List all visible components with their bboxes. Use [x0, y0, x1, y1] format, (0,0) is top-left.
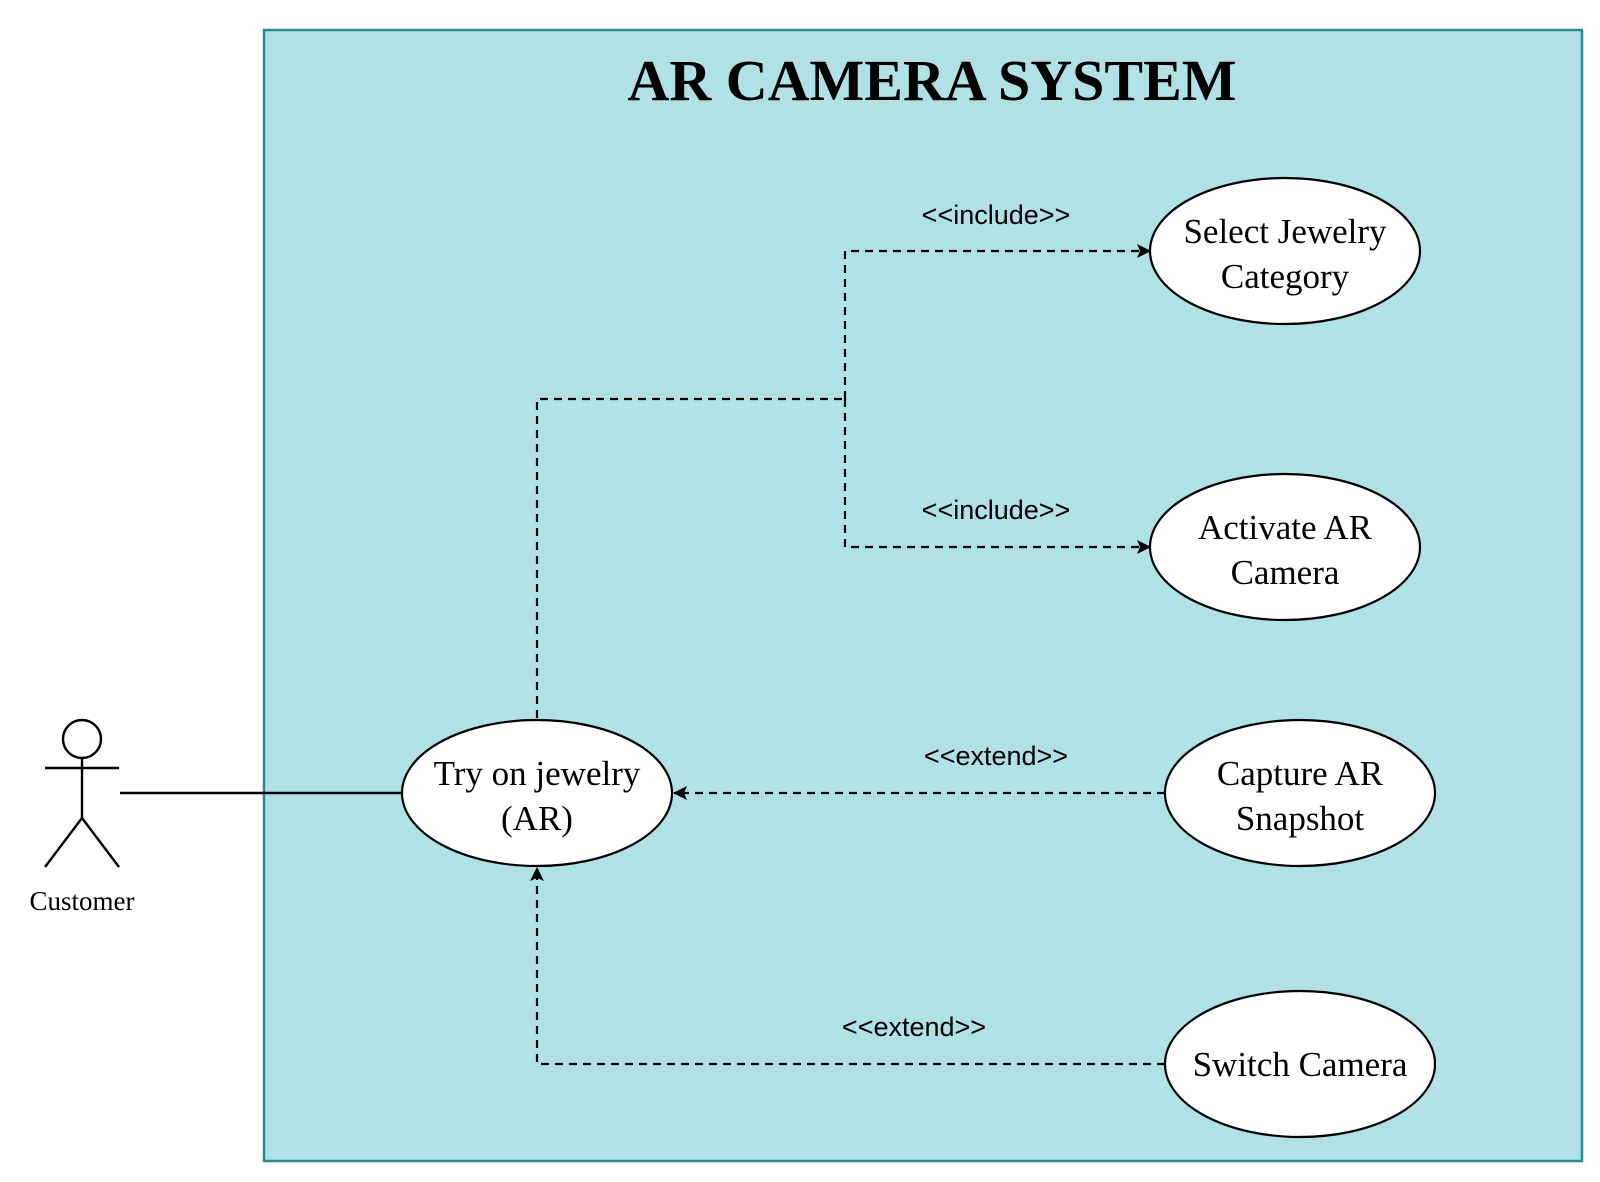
use-case-capture-line1: Capture AR — [1217, 754, 1384, 793]
include-label-1: <<include>> — [922, 200, 1071, 230]
use-case-activate-line1: Activate AR — [1198, 508, 1373, 547]
system-title: AR CAMERA SYSTEM — [627, 48, 1236, 113]
use-case-capture-ar-snapshot[interactable]: Capture AR Snapshot — [1163, 718, 1437, 868]
use-case-capture-line2: Snapshot — [1236, 799, 1365, 838]
actor-head — [61, 718, 103, 760]
actor-leg-left — [44, 817, 83, 868]
extend-connector-switch-camera — [530, 867, 1165, 1066]
actor-label: Customer — [30, 886, 135, 916]
actor-customer[interactable]: Customer — [30, 718, 135, 916]
use-case-switch-camera[interactable]: Switch Camera — [1163, 989, 1437, 1139]
use-case-select-jewelry-category[interactable]: Select Jewelry Category — [1148, 176, 1422, 326]
use-case-switch-line1: Switch Camera — [1193, 1045, 1408, 1084]
include-connector-select-category — [843, 244, 1151, 399]
use-case-try-on-line1: Try on jewelry — [434, 754, 641, 793]
use-case-activate-line2: Camera — [1231, 553, 1340, 592]
actor-leg-right — [81, 817, 120, 868]
extend-label-1: <<extend>> — [924, 741, 1068, 771]
include-label-2: <<include>> — [922, 495, 1071, 525]
use-case-try-on-jewelry[interactable]: Try on jewelry (AR) — [400, 718, 674, 868]
include-connector-activate-camera — [843, 399, 1151, 554]
extend-label-2: <<extend>> — [842, 1012, 986, 1042]
include-connector-trunk — [535, 397, 845, 718]
use-case-activate-ar-camera[interactable]: Activate AR Camera — [1148, 472, 1422, 622]
use-case-select-line2: Category — [1221, 257, 1350, 296]
use-case-select-line1: Select Jewelry — [1183, 212, 1387, 251]
use-case-try-on-line2: (AR) — [501, 799, 573, 838]
